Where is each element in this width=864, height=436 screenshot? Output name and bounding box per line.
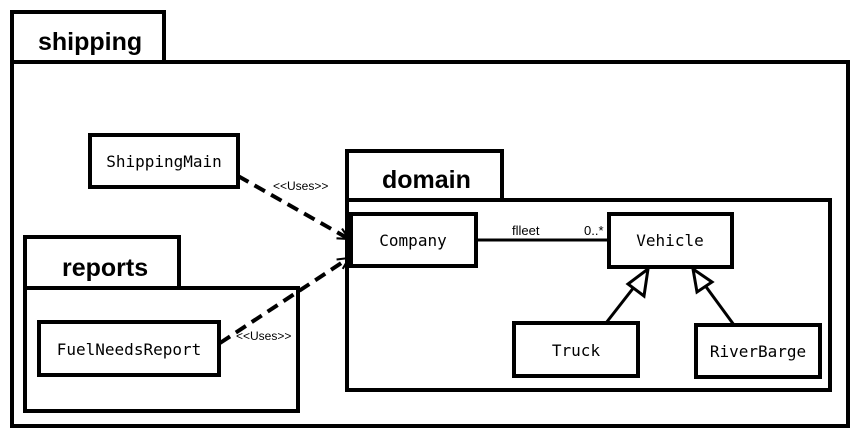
- class-truck: Truck: [512, 321, 640, 378]
- package-reports-tab: [23, 235, 181, 291]
- package-domain-tab: [345, 149, 504, 203]
- class-company-name: Company: [379, 231, 447, 250]
- riverbarge-generalization: [690, 265, 736, 326]
- package-shipping-name: shipping: [38, 28, 142, 56]
- class-shippingmain-name: ShippingMain: [106, 152, 222, 171]
- class-company: Company: [349, 212, 478, 268]
- fleet-role-label: flleet: [512, 223, 540, 238]
- class-riverbarge-name: RiverBarge: [710, 342, 806, 361]
- class-shippingmain: ShippingMain: [88, 133, 240, 189]
- package-reports-name: reports: [62, 254, 148, 282]
- uses-stereotype-bottom: <<Uses>>: [236, 329, 291, 343]
- fleet-multiplicity-label: 0..*: [584, 223, 604, 238]
- uses-stereotype-top: <<Uses>>: [273, 179, 328, 193]
- class-vehicle: Vehicle: [607, 212, 734, 269]
- uses-dependency-fuelneedsreport: <<Uses>>: [218, 256, 349, 345]
- truck-generalization: [604, 265, 651, 324]
- uses-dependency-shippingmain: <<Uses>>: [237, 174, 349, 241]
- class-truck-name: Truck: [552, 341, 601, 360]
- class-fuelneedsreport: FuelNeedsReport: [37, 320, 221, 377]
- class-vehicle-name: Vehicle: [636, 231, 703, 250]
- class-riverbarge: RiverBarge: [694, 323, 822, 379]
- package-domain-name: domain: [382, 166, 471, 194]
- class-fuelneedsreport-name: FuelNeedsReport: [57, 340, 202, 359]
